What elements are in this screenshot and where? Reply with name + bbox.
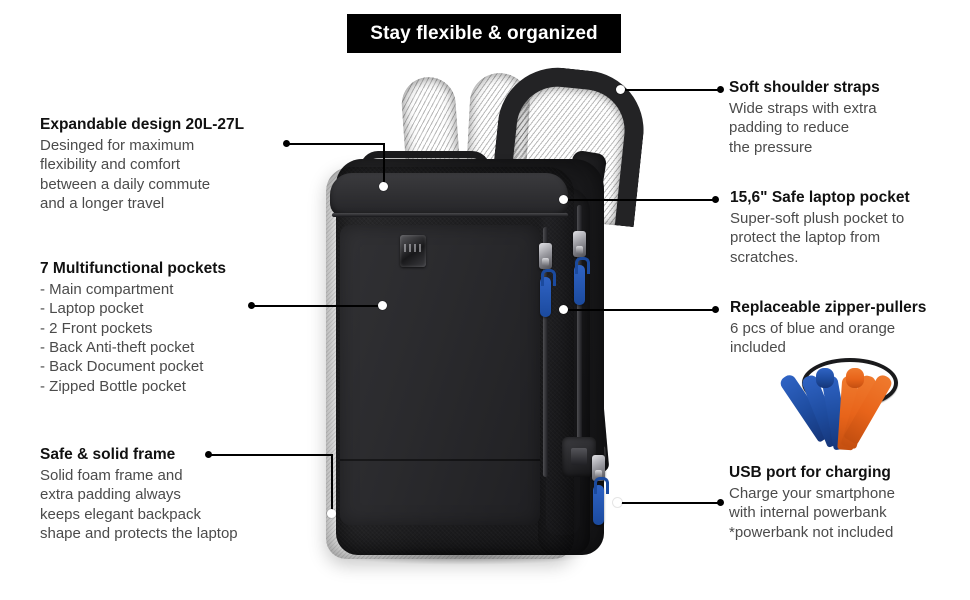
callout-line: padding to reduce [729, 119, 850, 137]
callout-expandable-design: Expandable design 20L-27L Desinged for m… [40, 115, 300, 213]
banner-title: Stay flexible & organized [370, 22, 598, 44]
puller-knot-blue [816, 368, 834, 388]
drop-shadow [340, 547, 590, 565]
zipper-pullers-image [758, 358, 938, 468]
callout-pockets-list: - Main compartment - Laptop pocket - 2 F… [40, 280, 305, 396]
callout-line: and a longer travel [40, 194, 165, 212]
pocket-list-item: - 2 Front pockets [40, 319, 153, 337]
leader-dot-straps [717, 86, 724, 93]
callout-line: Super-soft plush pocket to [730, 209, 905, 227]
callout-line: between a daily commute [40, 175, 211, 193]
leader-endpoint-zipper [559, 305, 568, 314]
leader-line-straps [623, 89, 719, 91]
callout-line: the pressure [729, 138, 813, 156]
callout-line: *powerbank not included [729, 523, 894, 541]
leader-endpoint-pockets [378, 301, 387, 310]
leader-endpoint-laptop [559, 195, 568, 204]
pocket-list-item: - Back Anti-theft pocket [40, 338, 195, 356]
callout-usb-body: Charge your smartphone with internal pow… [729, 484, 969, 542]
front-zipper-track [543, 227, 548, 477]
leader-dot-laptop [712, 196, 719, 203]
leader-dot-expandable [283, 140, 290, 147]
title-banner: Stay flexible & organized [347, 14, 621, 53]
pocket-list-item: - Back Document pocket [40, 358, 204, 376]
callout-line: 6 pcs of blue and orange [730, 319, 896, 337]
zipper-slider-side [573, 231, 586, 257]
leader-endpoint-usb [613, 498, 622, 507]
callout-line: flexibility and comfort [40, 156, 181, 174]
callout-frame-body: Solid foam frame and extra padding alway… [40, 466, 320, 543]
callout-zipper-heading: Replaceable zipper-pullers [730, 299, 927, 316]
callout-line: keeps elegant backpack [40, 505, 201, 523]
blue-zipper-pull-front [540, 269, 556, 317]
callout-usb-heading: USB port for charging [729, 464, 891, 481]
leader-dot-usb [717, 499, 724, 506]
callout-expandable-body: Desinged for maximum flexibility and com… [40, 136, 300, 213]
blue-zipper-pull-bottom [593, 477, 609, 525]
leader-endpoint-frame [327, 509, 336, 518]
backpack-product-image [300, 55, 700, 565]
leader-line-expandable-h [288, 143, 384, 145]
leader-line-frame-h [210, 454, 332, 456]
leader-line-pockets [253, 305, 383, 307]
pocket-list-item: - Zipped Bottle pocket [40, 377, 186, 395]
callout-line: shape and protects the laptop [40, 524, 238, 542]
leader-line-usb [620, 502, 719, 504]
callout-pockets-heading: 7 Multifunctional pockets [40, 260, 227, 277]
front-panel-seam [340, 459, 540, 461]
callout-multifunctional-pockets: 7 Multifunctional pockets - Main compart… [40, 259, 305, 396]
callout-line: with internal powerbank [729, 504, 887, 522]
leader-endpoint-straps [616, 85, 625, 94]
callout-straps-heading: Soft shoulder straps [729, 79, 880, 96]
callout-straps-body: Wide straps with extra padding to reduce… [729, 99, 959, 157]
callout-line: Desinged for maximum [40, 136, 195, 154]
callout-line: Charge your smartphone [729, 484, 895, 502]
callout-expandable-heading: Expandable design 20L-27L [40, 116, 245, 133]
blue-zipper-pull-side [574, 257, 590, 305]
callout-usb-port: USB port for charging Charge your smartp… [729, 463, 969, 542]
usb-charging-port [562, 437, 596, 477]
puller-knot-orange [846, 368, 864, 388]
leader-line-laptop [566, 199, 714, 201]
zipper-slider-bottom [592, 455, 605, 481]
callout-line: extra padding always [40, 486, 181, 504]
front-panel [340, 225, 540, 525]
callout-laptop-heading: 15,6" Safe laptop pocket [730, 189, 910, 206]
leader-dot-pockets [248, 302, 255, 309]
callout-line: scratches. [730, 248, 799, 266]
brand-logo-plate [400, 235, 426, 267]
callout-safe-laptop-pocket: 15,6" Safe laptop pocket Super-soft plus… [722, 188, 967, 267]
callout-line: protect the laptop from [730, 229, 881, 247]
callout-laptop-body: Super-soft plush pocket to protect the l… [722, 209, 967, 267]
callout-replaceable-zipper-pullers: Replaceable zipper-pullers 6 pcs of blue… [722, 298, 967, 358]
leader-line-frame-v [331, 454, 333, 514]
top-zipper-track [332, 213, 568, 217]
leader-line-expandable-v [383, 143, 385, 187]
leader-dot-zipper [712, 306, 719, 313]
zipper-slider-front [539, 243, 552, 269]
leader-endpoint-expandable [379, 182, 388, 191]
top-lid [330, 173, 568, 217]
callout-frame-heading: Safe & solid frame [40, 446, 176, 463]
pocket-list-item: - Laptop pocket [40, 300, 144, 318]
callout-soft-shoulder-straps: Soft shoulder straps Wide straps with ex… [729, 78, 959, 157]
leader-dot-frame [205, 451, 212, 458]
callout-line: Solid foam frame and [40, 466, 183, 484]
callout-line: included [730, 339, 786, 357]
leader-line-zipper [566, 309, 714, 311]
callout-zipper-body: 6 pcs of blue and orange included [722, 319, 967, 358]
side-zipper-track [577, 205, 582, 455]
callout-safe-solid-frame: Safe & solid frame Solid foam frame and … [40, 445, 320, 543]
callout-line: Wide straps with extra [729, 99, 877, 117]
pocket-list-item: - Main compartment [40, 280, 174, 298]
